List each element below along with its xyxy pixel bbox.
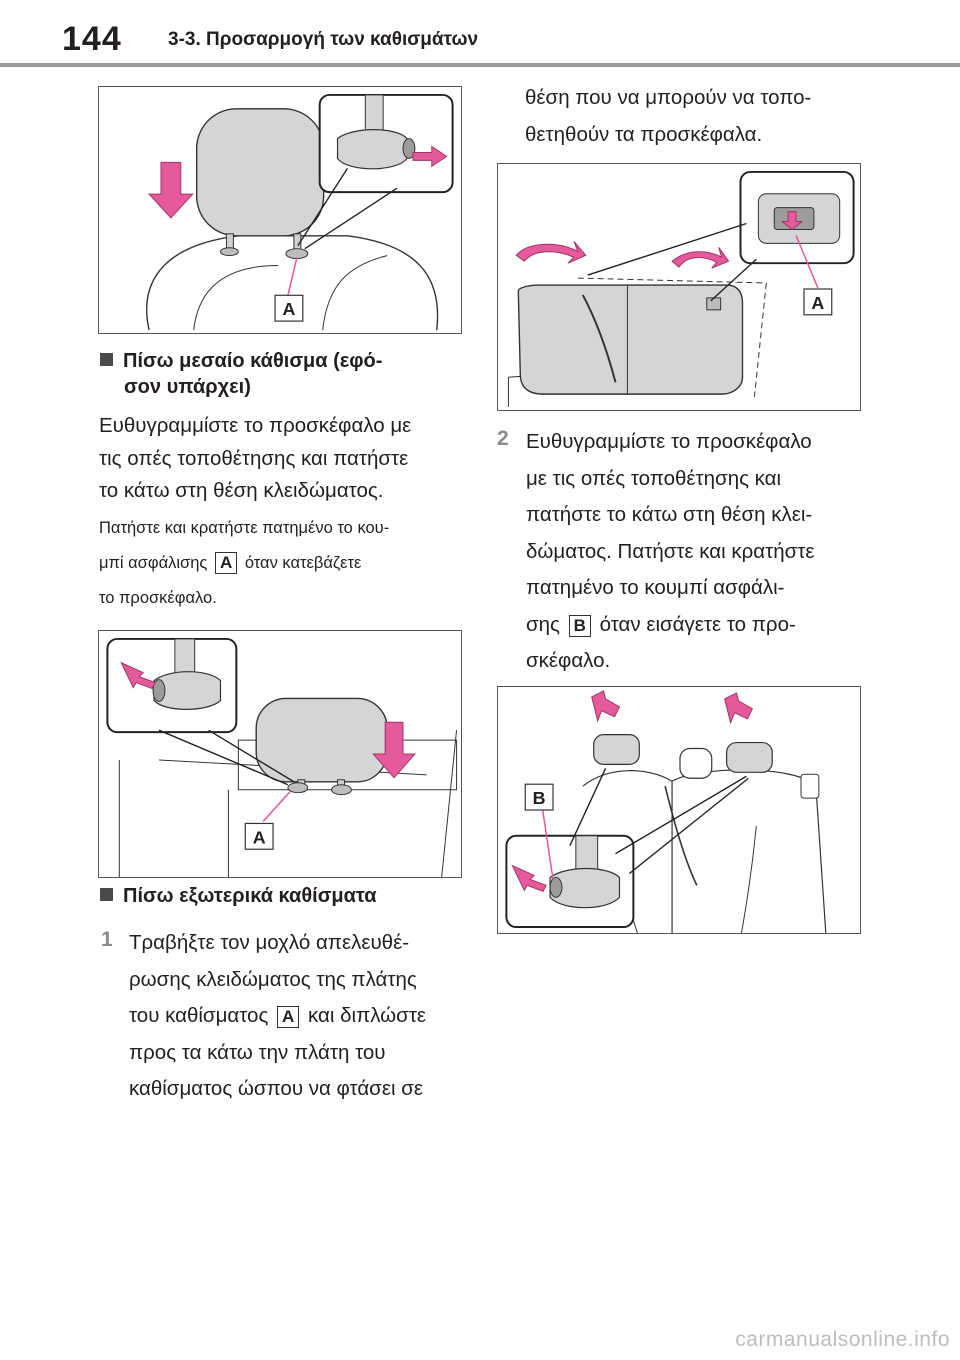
- step-1-continued: θέση που να μπορούν να τοπο- θετηθούν τα…: [525, 86, 812, 146]
- section-heading-rear-middle: Πίσω μεσαίο κάθισμα (εφό-: [100, 345, 382, 377]
- step-number-2: 2: [497, 427, 509, 450]
- step-number-1: 1: [101, 928, 113, 951]
- headrest-lowering-illustration: A: [106, 637, 458, 877]
- figure-callout-a: A: [282, 299, 295, 319]
- outer-headrest-illustration: B: [505, 690, 827, 933]
- badge-b: B: [568, 614, 591, 637]
- body-text-align: Ευθυγραμμίστε το προσκέφαλο με τις οπές …: [99, 414, 412, 502]
- figure-callout-a: A: [811, 293, 824, 313]
- figure-fold-seatback: A: [497, 163, 861, 411]
- chapter-title: 3-3. Προσαρμογή των καθισμάτων: [168, 29, 479, 50]
- section-heading-rear-middle-cont: σον υπάρχει): [124, 376, 251, 398]
- header-rule: [0, 63, 960, 67]
- step-1-text: Τραβήξτε τον μοχλό απελευθέ- ρωσης κλειδ…: [129, 931, 427, 1100]
- figure-headrest-lowering: A: [98, 630, 462, 878]
- fold-seatback-illustration: A: [507, 170, 855, 408]
- watermark: carmanualsonline.info: [735, 1328, 950, 1351]
- square-bullet-icon: [100, 353, 113, 366]
- figure-callout-a: A: [253, 827, 266, 847]
- section-heading-rear-outer: Πίσω εξωτερικά καθίσματα: [100, 880, 377, 912]
- figure-middle-headrest: A: [98, 86, 462, 334]
- page-header: 144 3-3. Προσαρμογή των καθισμάτων: [0, 0, 960, 70]
- page-number: 144: [62, 20, 122, 58]
- figure-outer-headrest: B: [497, 686, 861, 934]
- badge-a: A: [214, 552, 238, 574]
- note-text: Πατήστε και κρατήστε πατημένο το κου- μπ…: [99, 519, 390, 607]
- square-bullet-icon: [100, 888, 113, 901]
- step-2-text: Ευθυγραμμίστε το προσκέφαλο με τις οπές …: [526, 430, 815, 672]
- middle-headrest-illustration: A: [146, 93, 454, 331]
- badge-a: A: [277, 1006, 300, 1028]
- figure-callout-b: B: [533, 788, 546, 808]
